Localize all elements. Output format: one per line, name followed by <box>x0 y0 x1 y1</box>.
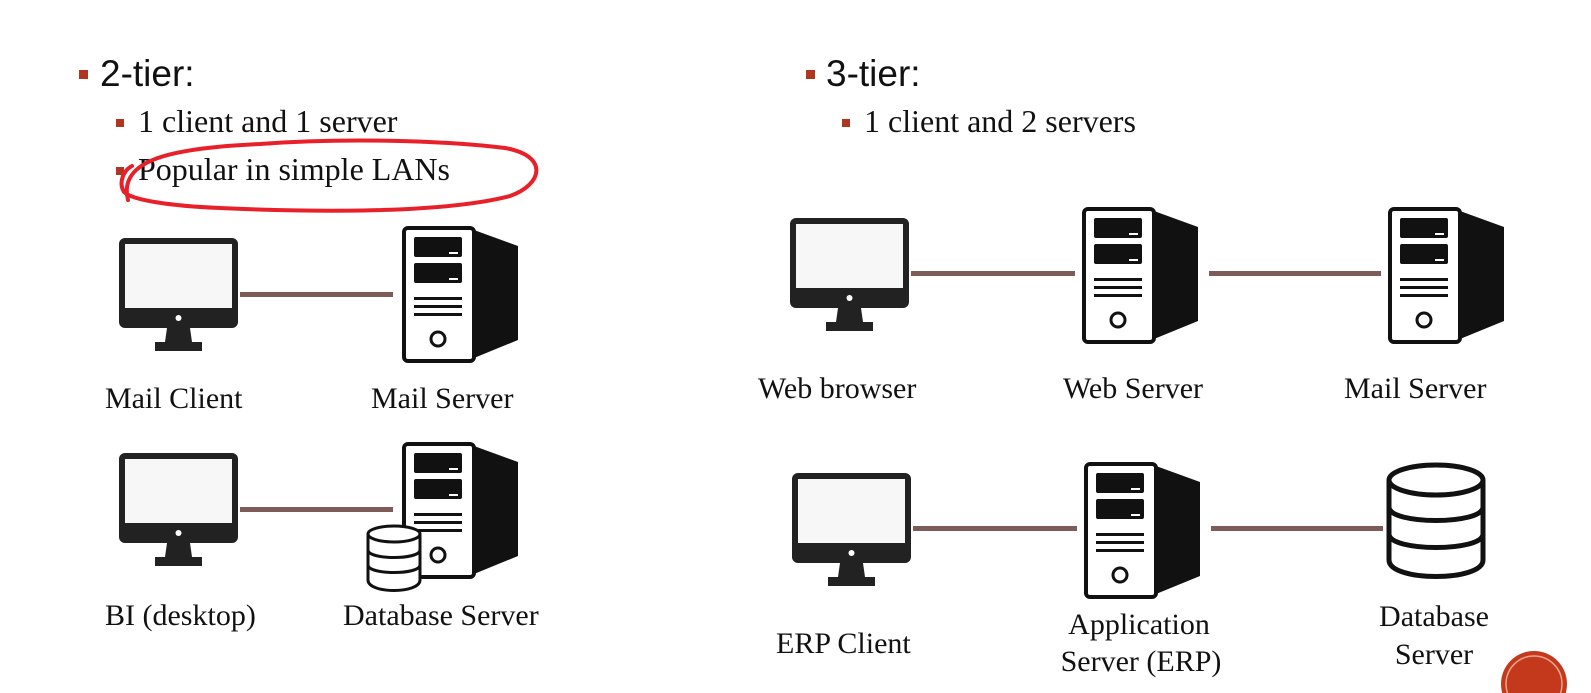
monitor-icon <box>792 473 911 586</box>
corner-badge-icon <box>1501 651 1567 693</box>
three-tier-heading: 3-tier: <box>826 53 921 94</box>
application-server-label-line1: Application <box>1068 608 1210 641</box>
connector-line <box>240 292 393 297</box>
server-icon <box>1084 462 1200 599</box>
erp-client-label: ERP Client <box>776 627 911 660</box>
mail-client-label: Mail Client <box>105 382 243 415</box>
web-server-label: Web Server <box>1063 372 1204 405</box>
three-tier-bullet-1: 1 client and 2 servers <box>864 103 1136 139</box>
monitor-icon <box>119 238 238 351</box>
server-icon <box>1082 207 1198 344</box>
connector-line <box>240 507 393 512</box>
bullet-marker <box>116 119 124 127</box>
two-tier-heading: 2-tier: <box>100 53 195 94</box>
database-server-label-line2: Server <box>1394 638 1474 671</box>
database-server-label: Database Server <box>343 599 539 632</box>
connector-line <box>913 526 1077 531</box>
database-icon <box>366 524 422 592</box>
bullet-marker <box>116 167 124 175</box>
server-icon <box>1388 207 1504 344</box>
monitor-icon <box>119 453 238 566</box>
application-server-label-line2: Server (ERP) <box>1060 645 1222 678</box>
two-tier-bullet-2: Popular in simple LANs <box>138 151 450 187</box>
connector-line <box>911 271 1075 276</box>
bullet-marker <box>842 119 850 127</box>
mail-server-label: Mail Server <box>1344 372 1487 405</box>
database-server-label-line1: Database <box>1379 600 1489 633</box>
server-icon <box>402 226 518 363</box>
highlight-ellipse <box>119 138 539 213</box>
database-icon <box>1386 462 1486 579</box>
mail-server-label: Mail Server <box>371 382 514 415</box>
connector-line <box>1209 271 1381 276</box>
monitor-icon <box>790 218 909 331</box>
bullet-marker <box>79 70 88 79</box>
bullet-marker <box>806 70 815 79</box>
web-browser-label: Web browser <box>758 372 917 405</box>
two-tier-bullet-1: 1 client and 1 server <box>138 103 398 139</box>
connector-line <box>1211 526 1383 531</box>
bi-desktop-label: BI (desktop) <box>105 599 256 632</box>
